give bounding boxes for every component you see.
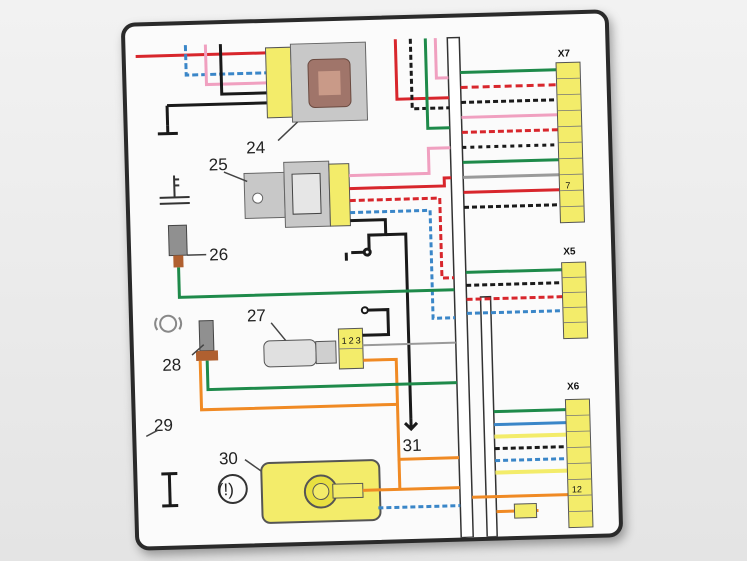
ground-symbol-25 xyxy=(344,247,372,261)
wires-27 xyxy=(362,308,460,461)
component-30 xyxy=(260,459,382,524)
connector-label-x7: X7 xyxy=(558,48,571,59)
component-label-25: 25 xyxy=(208,155,227,175)
brake-warning-icon xyxy=(217,473,248,504)
inline-connector-x6 xyxy=(513,502,538,519)
component-label-24: 24 xyxy=(246,138,265,158)
ground-symbol-27 xyxy=(360,306,369,315)
component-25 xyxy=(243,160,351,228)
component-27 xyxy=(263,327,364,370)
connector-x5 xyxy=(561,261,589,340)
x6-pin-label: 12 xyxy=(572,484,582,494)
connector-label-x6: X6 xyxy=(567,381,580,392)
component-label-28: 28 xyxy=(162,355,181,375)
component-24 xyxy=(264,41,369,123)
brake-warning-symbol: (!) xyxy=(218,480,235,499)
connector-x7 xyxy=(555,61,585,224)
x7-pin-label: 7 xyxy=(565,180,570,190)
sensor27-pin-1: 1 xyxy=(342,336,347,346)
wires-25 xyxy=(349,146,456,420)
component-label-27: 27 xyxy=(247,306,266,326)
oil-warning-icon xyxy=(154,314,183,333)
component-label-31: 31 xyxy=(402,436,421,456)
ground-symbol-29 xyxy=(161,472,179,508)
wire-26 xyxy=(177,267,455,299)
connector-x6 xyxy=(564,398,594,529)
ground-symbol-24 xyxy=(157,125,178,136)
component-28 xyxy=(195,319,219,361)
wires-30 xyxy=(362,459,461,510)
wiring-diagram-card: 24 X7 7 xyxy=(120,9,624,551)
sensor27-pin-3: 3 xyxy=(356,335,361,345)
component-label-30: 30 xyxy=(219,449,238,469)
wires-x7 xyxy=(393,38,561,209)
harness-bus xyxy=(446,36,498,539)
sensor27-pin-2: 2 xyxy=(349,336,354,346)
component-label-26: 26 xyxy=(209,245,228,265)
ground-symbol-31 xyxy=(403,418,419,432)
wiring-diagram: 24 X7 7 xyxy=(135,36,594,539)
component-26 xyxy=(167,224,188,268)
component-label-29: 29 xyxy=(154,416,173,436)
connector-label-x5: X5 xyxy=(563,246,576,257)
wires-24 xyxy=(135,44,268,126)
wires-28 xyxy=(198,360,457,412)
thermometer-icon xyxy=(159,175,190,205)
